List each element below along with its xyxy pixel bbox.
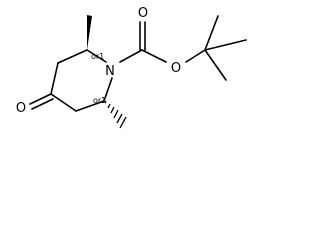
- stereo-label-c6: or1: [93, 96, 106, 105]
- hashed-bond-c6-methyl: [104, 100, 127, 129]
- molecule-drawing: N O O O or1 or1: [16, 6, 247, 129]
- structure-canvas: N O O O or1 or1: [0, 0, 254, 138]
- bond-n1-c2: [86, 49, 107, 63]
- bond-c4-o-ketone-1: [29, 93, 52, 105]
- bond-c6-n1: [103, 77, 113, 102]
- atom-label-ring-nitrogen: N: [105, 64, 115, 79]
- bond-carbonyl-c-o-ester: [141, 49, 167, 63]
- atom-label-ketone-oxygen: O: [16, 101, 26, 116]
- stereo-label-c2: or1: [91, 52, 104, 61]
- bond-c3-c4: [50, 62, 59, 95]
- bond-tbutyl-methyl-top: [204, 15, 219, 51]
- wedge-bond-c2-methyl: [87, 15, 92, 50]
- bond-c4-c5: [50, 93, 77, 112]
- atom-label-ester-oxygen: O: [171, 61, 181, 76]
- bond-tbutyl-methyl-bottom: [204, 49, 227, 81]
- bond-c5-c6: [75, 100, 105, 112]
- bond-tbutyl-methyl-right: [204, 39, 247, 51]
- bond-o-ester-tbutyl-c: [185, 49, 206, 63]
- bond-c4-o-ketone-2: [31, 98, 54, 110]
- bond-c2-c3: [57, 49, 88, 64]
- bond-n1-carbonyl-c: [119, 49, 143, 63]
- atom-label-carbonyl-oxygen: O: [138, 6, 148, 21]
